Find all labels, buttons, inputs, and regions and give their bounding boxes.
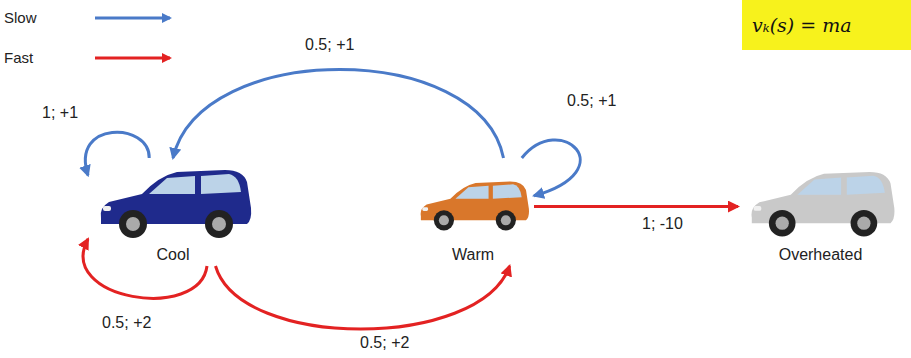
overheated-car [751,172,894,237]
state-node: Overheated [738,158,903,266]
legend-fast-arrow [95,57,170,60]
cool-car [101,170,252,238]
transition-label: 0.5; +1 [303,36,356,54]
state-label: Warm [452,246,494,266]
slow-transition [85,132,149,175]
transition-label: 0.5; +2 [358,334,411,352]
legend-text: Fast [4,49,33,67]
fast-transition [534,205,738,208]
transition-label: 0.5; +2 [100,314,153,332]
state-node: Cool [88,158,258,266]
state-label: Overheated [779,246,863,266]
transition-label: 1; -10 [640,215,685,233]
state-label: Cool [157,246,190,266]
formula-text: vₖ(s) = ma [752,14,852,36]
slow-transition [173,70,504,159]
legend-text: Slow [4,9,37,27]
transition-label: 0.5; +1 [565,92,618,110]
fast-transition [83,239,207,298]
warm-car [421,181,529,230]
formula-box: vₖ(s) = ma [742,0,911,50]
fast-transition [216,266,510,329]
legend-slow-arrow [95,17,170,20]
transition-label: 1; +1 [40,104,80,122]
state-node: Warm [412,158,534,266]
slow-transition [522,140,580,196]
